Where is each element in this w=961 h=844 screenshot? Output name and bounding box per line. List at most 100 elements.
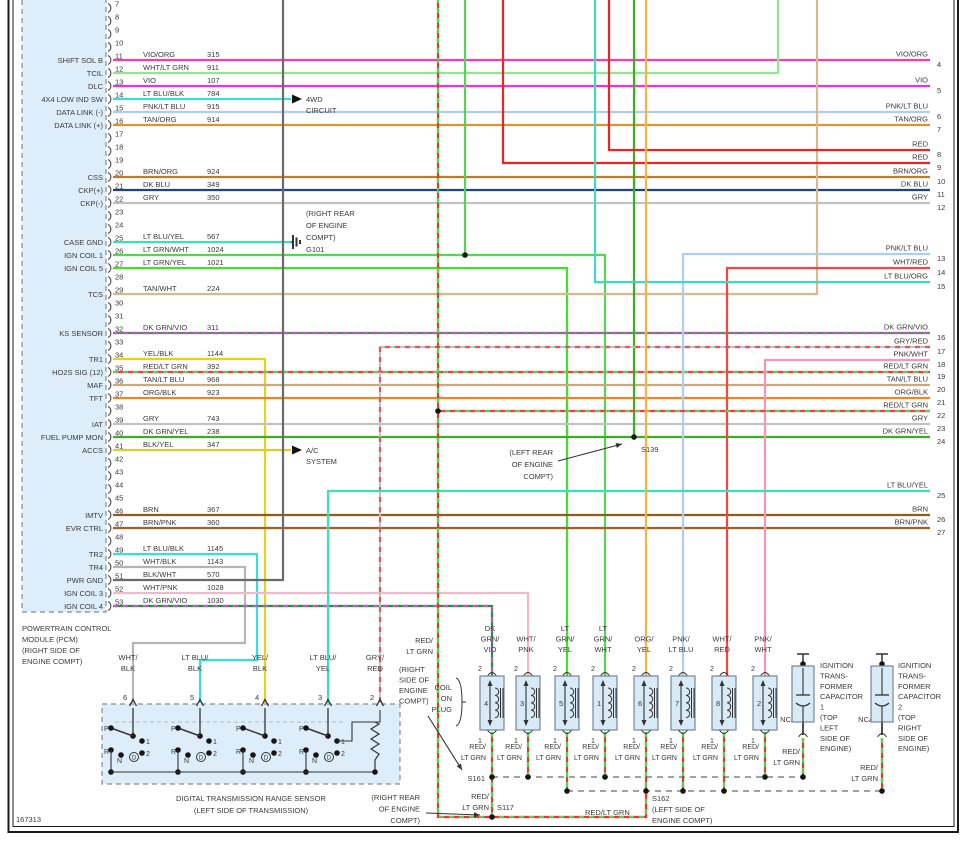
- figure-number: 167313: [16, 815, 41, 824]
- cap1-note: ENGINE): [820, 744, 852, 753]
- dtr-switch-blade: [110, 727, 134, 737]
- dtr-contact-n: [185, 752, 191, 758]
- junction-dot: [762, 774, 768, 780]
- coil-arrow-up: [562, 680, 568, 686]
- pcm-pin-label: PWR GND: [67, 576, 104, 585]
- coil-pin1-label: 1: [514, 738, 518, 745]
- coil-number: 6: [638, 699, 642, 708]
- dtr-contact-d-circle: [261, 752, 271, 762]
- right-pin-label: DK GRN/VIO: [884, 323, 928, 332]
- redgrn-label-top: RED/: [415, 636, 434, 645]
- coil-bottom-wire-label: RED/: [701, 744, 718, 751]
- dtr-pin-number: 3: [318, 693, 322, 702]
- right-pin-label: BRN/PNK: [895, 518, 928, 527]
- g101-note: COMPT): [306, 233, 336, 242]
- coil-wire-label: PNK/: [672, 635, 690, 644]
- coil-pin2-label: 2: [553, 666, 557, 673]
- dtr-contact-1: [139, 738, 145, 744]
- wire-red-pin9: [501, 0, 930, 165]
- coil-number: 7: [675, 699, 679, 708]
- pcm-pin-symbol: [107, 483, 112, 495]
- dtr-number-2: 2: [213, 751, 217, 758]
- coil-pin1-label: 1: [553, 738, 557, 745]
- dtr-letter-r: R: [104, 749, 109, 756]
- wire-pnk-wht-pin18: [763, 358, 930, 676]
- coil-wire-label: PNK: [518, 645, 533, 654]
- right-pin-number: 13: [937, 254, 945, 263]
- wire-lt-grn-yel-1021: [113, 266, 569, 676]
- wire-circuit-number: 1024: [207, 245, 224, 254]
- pcm-pin-label: KS SENSOR: [59, 329, 103, 338]
- right-side-note: SIDE OF: [399, 676, 429, 685]
- ac-system-label: SYSTEM: [306, 457, 337, 466]
- coil-wire-label: GRN/: [594, 635, 614, 644]
- pcm-pin-label: IGN COIL 4: [64, 602, 103, 611]
- pcm-pin-symbol: [107, 392, 112, 404]
- right-pin-label: WHT/RED: [893, 258, 929, 267]
- dtr-letter-d: D: [132, 756, 137, 762]
- right-side-note-arrow-line: [427, 715, 463, 771]
- bottom-redgrn: RED/LT GRN: [585, 808, 630, 817]
- pcm-pin-number: 41: [115, 442, 123, 451]
- dtr-wire-label: WHT/: [118, 653, 138, 662]
- pcm-pin-label: CKP(+): [78, 186, 103, 195]
- coil-bottom-socket: [760, 729, 770, 734]
- right-pin-label: VIO/ORG: [896, 50, 928, 59]
- cap2-red-label: RED/: [860, 763, 879, 772]
- nca-1: NCA: [780, 715, 796, 724]
- coil-inductor: [726, 687, 732, 719]
- wire-stripe-red-lt-grn-main: [436, 0, 648, 819]
- pcm-pin-number: 12: [115, 65, 123, 74]
- coil-pin2-label: 2: [669, 666, 673, 673]
- dtr-letter-d: D: [199, 756, 204, 762]
- right-pin-number: 17: [937, 347, 945, 356]
- coil-arrow-up: [760, 680, 766, 686]
- s117-redgrn: RED/: [471, 792, 490, 801]
- coil-arrow-up: [487, 680, 493, 686]
- dtr-letter-p: P: [104, 726, 109, 733]
- coil-wire-label: DK: [485, 624, 495, 633]
- s161-label: S161: [467, 774, 485, 783]
- pcm-pin-number: 24: [115, 221, 123, 230]
- pcm-pin-number: 16: [115, 117, 123, 126]
- wire-color-label: BRN/ORG: [143, 167, 178, 176]
- right-pin-number: 10: [937, 177, 945, 186]
- s139-note: (LEFT REAR: [509, 448, 553, 457]
- wire-lt-blu-yel-pin25: [326, 489, 930, 703]
- redgrn-label-top: LT GRN: [406, 647, 433, 656]
- dtr-contact-d-circle: [196, 752, 206, 762]
- pcm-pin-symbol: [107, 561, 112, 573]
- pcm-pin-number: 33: [115, 338, 123, 347]
- coil-arrow-down: [487, 720, 493, 726]
- 4wd-circuit-label: CIRCUIT: [306, 106, 337, 115]
- right-pin-number: 19: [937, 372, 945, 381]
- wire-color-label: RED/LT GRN: [143, 362, 188, 371]
- coil-pin1-label: 1: [669, 738, 673, 745]
- right-rear-bottom: OF ENGINE: [379, 805, 420, 814]
- wire-circuit-number: 924: [207, 167, 220, 176]
- pcm-pin-symbol: [107, 184, 112, 196]
- pcm-pin-symbol: [107, 405, 112, 417]
- pcm-connector-box: [21, 0, 107, 613]
- dtr-number-1: 1: [213, 739, 217, 746]
- pcm-pin-label: EVR CTRL: [66, 524, 103, 533]
- pcm-pin-label: CASE GND: [64, 238, 104, 247]
- wire-lt-grn-wht-1024: [113, 253, 607, 676]
- cap1-note: 1: [820, 703, 824, 712]
- ac-system-label: A/C: [306, 446, 319, 455]
- dtr-pin2-link: [375, 710, 381, 723]
- dtr-switch-blade: [177, 727, 201, 737]
- wire-circuit-number: 347: [207, 440, 220, 449]
- dtr-letter-p: P: [299, 726, 304, 733]
- dtr-wire-label: LT BLU/: [310, 653, 338, 662]
- pcm-pin-symbol: [107, 574, 112, 586]
- pcm-pin-number: 14: [115, 91, 123, 100]
- wire-circuit-number: 1030: [207, 596, 224, 605]
- cap2-note: FORMER: [898, 682, 931, 691]
- pcm-pin-number: 11: [115, 52, 123, 61]
- right-pin-number: 23: [937, 424, 945, 433]
- wire-circuit-number: 784: [207, 89, 220, 98]
- right-rear-bottom-arrow-line: [425, 812, 481, 816]
